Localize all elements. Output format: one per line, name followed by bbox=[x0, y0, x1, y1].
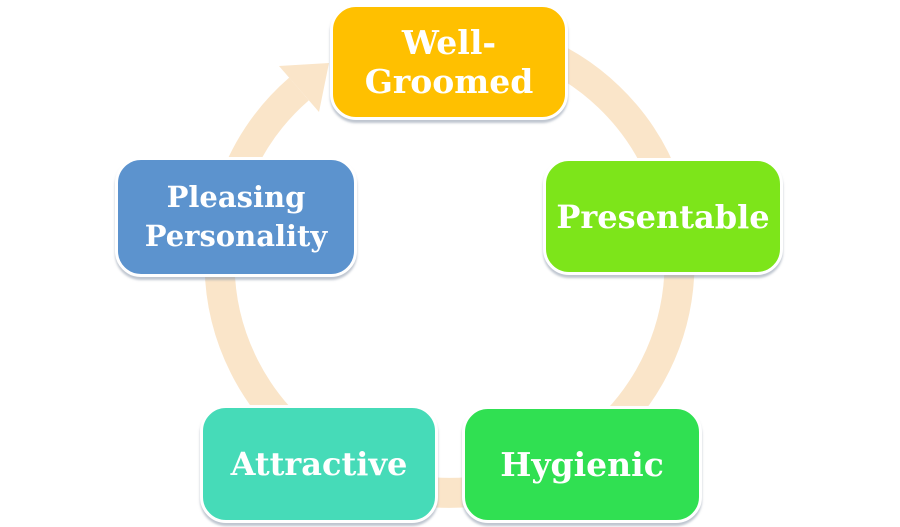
node-well-groomed: Well-Groomed bbox=[330, 4, 568, 120]
node-hygienic-label: Hygienic bbox=[500, 445, 664, 484]
node-presentable-label: Presentable bbox=[556, 197, 770, 236]
node-pleasing-personality: Pleasing Personality bbox=[115, 157, 357, 277]
node-attractive-label: Attractive bbox=[230, 445, 408, 483]
node-hygienic: Hygienic bbox=[462, 406, 702, 523]
node-well-groomed-label: Well-Groomed bbox=[364, 23, 534, 101]
node-presentable: Presentable bbox=[543, 158, 783, 275]
node-attractive: Attractive bbox=[200, 405, 438, 523]
node-pleasing-personality-label: Pleasing Personality bbox=[144, 179, 328, 253]
cycle-arrow-head-icon bbox=[279, 63, 329, 112]
